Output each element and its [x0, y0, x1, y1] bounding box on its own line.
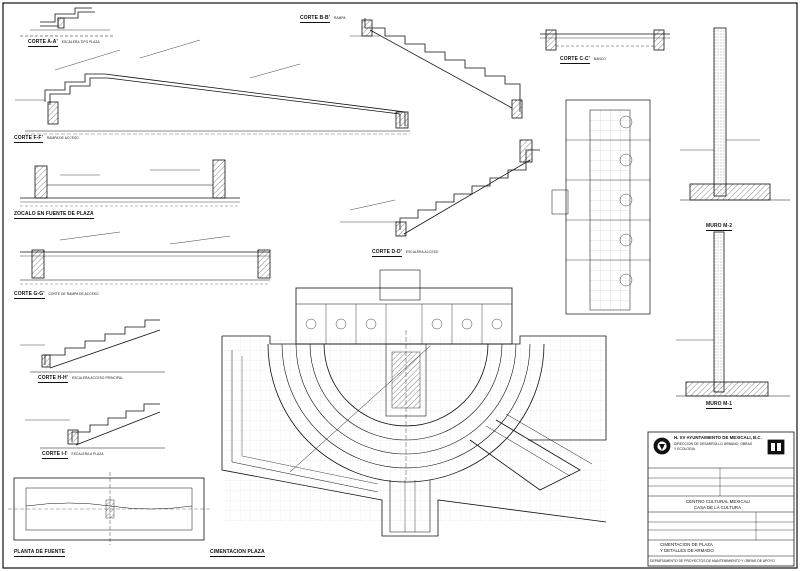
title-sheet-1: CIMENTACION DE PLAZA	[660, 542, 713, 547]
label-corte-a: CORTE A-A'ESCALERA TIPO PLAZA	[28, 39, 100, 47]
label-corte-g: CORTE G-G'CORTE DE RAMPA DE ACCESO	[14, 291, 99, 299]
plan-cimentacion	[221, 99, 651, 537]
title-project-1: CENTRO CULTURAL MEXICALI	[686, 499, 751, 504]
title-dept-2: Y ECOLOGIA	[674, 447, 695, 451]
title-project-2: CASA DE LA CULTURA	[694, 505, 742, 510]
detail-corte-i	[25, 403, 165, 449]
detail-corte-h	[20, 319, 165, 373]
detail-corte-c	[540, 29, 670, 51]
detail-corte-e	[340, 139, 540, 237]
title-dept-1: DIRECCION DE DESARROLLO URBANO, OBRAS	[674, 442, 752, 446]
label-corte-d: CORTE D-D'ESCALERA ACCESO	[372, 249, 439, 257]
detail-corte-b	[350, 18, 523, 119]
detail-corte-f	[15, 39, 410, 135]
label-muro-1: MURO M-1	[706, 401, 733, 409]
detail-muro-1	[676, 231, 790, 397]
title-sheet-2: Y DETALLES DE ARMADO	[660, 548, 714, 553]
detail-muro-2	[680, 27, 790, 201]
government-logo-icon	[767, 439, 785, 455]
label-muro-2: MURO M-2	[706, 223, 733, 231]
title-block	[647, 431, 795, 567]
label-corte-f: CORTE F-F'RAMPA DE ACCESO	[14, 135, 79, 143]
label-corte-b: CORTE B-B'RAMPA	[300, 15, 346, 23]
label-corte-i: CORTE I-I'ESCALERA A PLAZA	[42, 451, 104, 459]
detail-corte-a	[20, 7, 115, 37]
municipal-seal-icon	[653, 437, 671, 455]
detail-zocalo	[20, 159, 240, 207]
label-corte-h: CORTE H-H'ESCALERA ACCESO PRINCIPAL	[38, 375, 123, 383]
label-zocalo: ZOCALO EN FUENTE DE PLAZA	[14, 211, 94, 219]
title-footer: DEPARTAMENTO DE PROYECTOS DE MANTENIMIEN…	[650, 559, 775, 563]
detail-corte-g	[20, 231, 271, 285]
label-planta-fuente: PLANTA DE FUENTE	[14, 549, 66, 557]
label-corte-c: CORTE C-C'BANCO	[560, 56, 606, 64]
title-org: H. XV AYUNTAMIENTO DE MEXICALI, B.C.	[674, 435, 762, 440]
label-cimentacion: CIMENTACION PLAZA	[210, 549, 265, 557]
detail-planta-fuente	[8, 472, 210, 545]
